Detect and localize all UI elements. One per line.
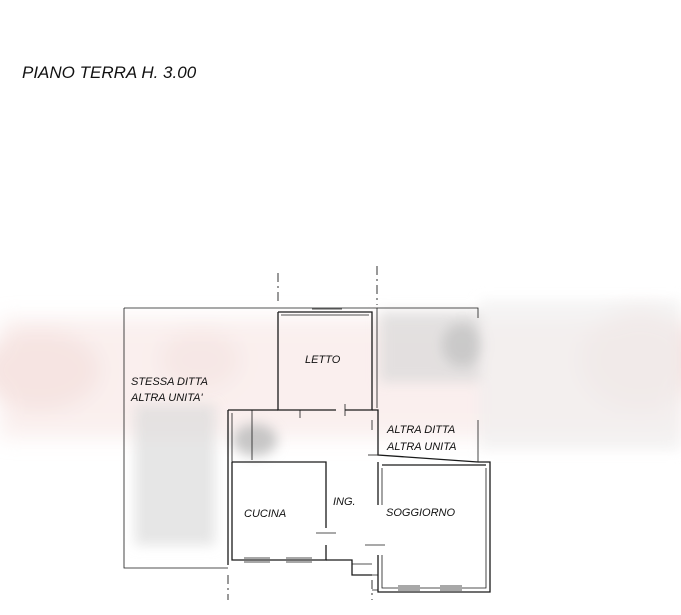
neighbor-left-line2: ALTRA UNITA' [130,392,203,404]
soggiorno-room-walls [372,461,491,593]
room-label-ingresso: ING. [333,496,356,508]
obscured-areas [135,300,680,545]
section-axes [227,266,378,600]
ingresso-walls [326,544,385,576]
room-label-cucina: CUCINA [244,508,286,520]
outer-boundary [123,307,479,569]
neighbor-left-line1: STESSA DITTA [131,376,208,388]
floor-title: PIANO TERRA H. 3.00 [22,63,197,82]
wall-stubs [251,410,378,460]
room-label-soggiorno: SOGGIORNO [386,507,456,519]
neighbor-right-line2: ALTRA UNITA [386,441,456,453]
cucina-room-walls [231,461,336,563]
neighbor-right-line1: ALTRA DITTA [386,424,455,436]
room-label-letto: LETTO [305,354,341,366]
